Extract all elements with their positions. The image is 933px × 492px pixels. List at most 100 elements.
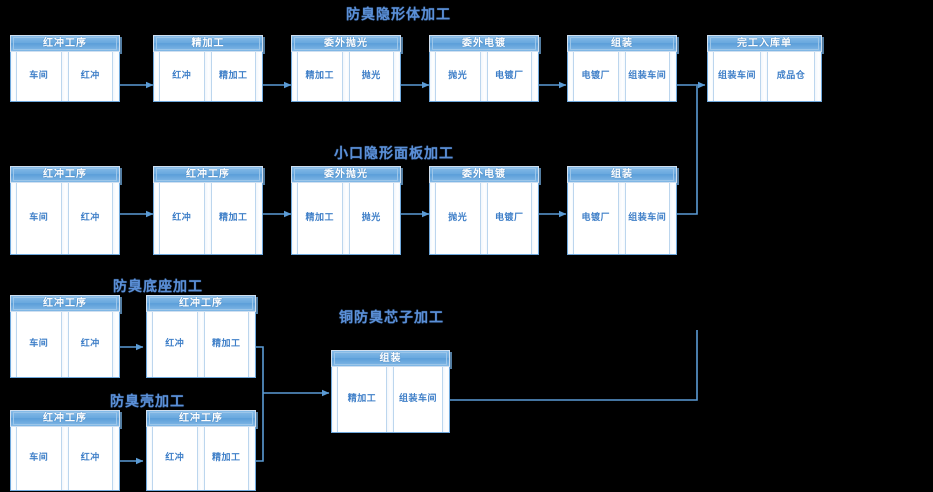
group-title-fangchou-dizuo: 防臭底座加工 [113, 279, 203, 295]
node-cell-left[interactable]: 抛光 [436, 52, 481, 101]
band [480, 52, 488, 101]
band [11, 427, 17, 490]
node-hongchong-gongxu-1[interactable]: 红冲工序 车间 红冲 [10, 35, 120, 102]
band [443, 367, 449, 432]
node-body: 车间 红冲 [10, 52, 120, 102]
band [154, 183, 160, 254]
node-hongchong-gongxu-7[interactable]: 红冲工序 红冲 精加工 [146, 410, 256, 491]
node-zuzhuang-3[interactable]: 组装 精加工 组装车间 [331, 350, 450, 433]
band [256, 52, 262, 101]
band [708, 52, 714, 101]
node-cell-right[interactable]: 红冲 [68, 183, 113, 254]
node-cell-right[interactable]: 红冲 [68, 312, 113, 377]
band [11, 312, 17, 377]
node-weiwai-diandu-1[interactable]: 委外电镀 抛光 电镀厂 [429, 35, 539, 102]
node-cell-right[interactable]: 组装车间 [625, 52, 670, 101]
band [154, 52, 160, 101]
node-cell-left[interactable]: 精加工 [298, 183, 343, 254]
band [204, 52, 212, 101]
band [249, 312, 255, 377]
band [249, 427, 255, 490]
node-body: 电镀厂 组装车间 [567, 52, 677, 102]
node-hongchong-gongxu-2[interactable]: 红冲工序 车间 红冲 [10, 166, 120, 255]
band [197, 427, 205, 490]
band [147, 427, 153, 490]
node-header: 组装 [567, 35, 677, 52]
node-body: 红冲 精加工 [146, 312, 256, 378]
node-header: 委外抛光 [291, 166, 401, 183]
node-header: 红冲工序 [153, 166, 263, 183]
node-body: 抛光 电镀厂 [429, 52, 539, 102]
node-body: 红冲 精加工 [153, 52, 263, 102]
node-zuzhuang-1[interactable]: 组装 电镀厂 组装车间 [567, 35, 677, 102]
node-cell-left[interactable]: 红冲 [160, 52, 205, 101]
wire-n16-merge [256, 393, 264, 462]
node-body: 车间 红冲 [10, 183, 120, 255]
node-cell-right[interactable]: 精加工 [204, 312, 249, 377]
group-title-fangchou-ke: 防臭壳加工 [110, 394, 185, 410]
band [11, 52, 17, 101]
node-cell-left[interactable]: 车间 [17, 427, 62, 490]
band [61, 427, 69, 490]
wire-n14-trunk [450, 330, 698, 401]
band [256, 183, 262, 254]
band [568, 52, 574, 101]
node-cell-right[interactable]: 精加工 [211, 183, 256, 254]
band [761, 52, 768, 101]
node-cell-right[interactable]: 电镀厂 [487, 183, 532, 254]
node-cell-left[interactable]: 红冲 [153, 427, 198, 490]
node-cell-right[interactable]: 精加工 [211, 52, 256, 101]
band [532, 183, 538, 254]
node-body: 精加工 抛光 [291, 183, 401, 255]
node-header: 委外抛光 [291, 35, 401, 52]
node-cell-right[interactable]: 成品仓 [768, 52, 815, 101]
band [332, 367, 338, 432]
node-cell-left[interactable]: 红冲 [160, 183, 205, 254]
node-header: 红冲工序 [10, 410, 120, 427]
node-body: 抛光 电镀厂 [429, 183, 539, 255]
node-cell-right[interactable]: 抛光 [349, 52, 394, 101]
band [61, 312, 69, 377]
wire-n11-trunk [677, 85, 698, 215]
node-hongchong-gongxu-3[interactable]: 红冲工序 红冲 精加工 [153, 166, 263, 255]
band [670, 52, 676, 101]
node-cell-left[interactable]: 车间 [17, 52, 62, 101]
group-title-tong-fangchou-xinzi: 铜防臭芯子加工 [339, 310, 444, 326]
node-cell-left[interactable]: 精加工 [298, 52, 343, 101]
node-cell-left[interactable]: 电镀厂 [574, 183, 619, 254]
node-weiwai-diandu-2[interactable]: 委外电镀 抛光 电镀厂 [429, 166, 539, 255]
node-wangong-rukudan[interactable]: 完工入库单 组装车间 成品仓 [707, 35, 822, 102]
group-title-xiaokou-yinxing-mianban: 小口隐形面板加工 [334, 146, 454, 162]
band [113, 183, 119, 254]
group-title-fangchou-yinxingti: 防臭隐形体加工 [346, 7, 451, 23]
node-hongchong-gongxu-4[interactable]: 红冲工序 车间 红冲 [10, 295, 120, 378]
band [147, 312, 153, 377]
node-header: 红冲工序 [10, 35, 120, 52]
node-cell-left[interactable]: 车间 [17, 183, 62, 254]
node-cell-left[interactable]: 精加工 [338, 367, 387, 432]
node-cell-right[interactable]: 电镀厂 [487, 52, 532, 101]
node-cell-left[interactable]: 车间 [17, 312, 62, 377]
node-cell-right[interactable]: 组装车间 [625, 183, 670, 254]
node-cell-right[interactable]: 组装车间 [394, 367, 443, 432]
node-hongchong-gongxu-5[interactable]: 红冲工序 红冲 精加工 [146, 295, 256, 378]
node-hongchong-gongxu-6[interactable]: 红冲工序 车间 红冲 [10, 410, 120, 491]
node-body: 精加工 抛光 [291, 52, 401, 102]
node-cell-right[interactable]: 红冲 [68, 52, 113, 101]
node-cell-left[interactable]: 抛光 [436, 183, 481, 254]
node-weiwai-paoguang-1[interactable]: 委外抛光 精加工 抛光 [291, 35, 401, 102]
band [61, 183, 69, 254]
node-body: 电镀厂 组装车间 [567, 183, 677, 255]
node-cell-right[interactable]: 抛光 [349, 183, 394, 254]
band [618, 183, 626, 254]
band [532, 52, 538, 101]
band [568, 183, 574, 254]
node-weiwai-paoguang-2[interactable]: 委外抛光 精加工 抛光 [291, 166, 401, 255]
node-cell-right[interactable]: 精加工 [204, 427, 249, 490]
node-cell-left[interactable]: 组装车间 [714, 52, 761, 101]
node-cell-left[interactable]: 电镀厂 [574, 52, 619, 101]
node-cell-left[interactable]: 红冲 [153, 312, 198, 377]
node-jingjiagong-1[interactable]: 精加工 红冲 精加工 [153, 35, 263, 102]
node-cell-right[interactable]: 红冲 [68, 427, 113, 490]
node-zuzhuang-2[interactable]: 组装 电镀厂 组装车间 [567, 166, 677, 255]
